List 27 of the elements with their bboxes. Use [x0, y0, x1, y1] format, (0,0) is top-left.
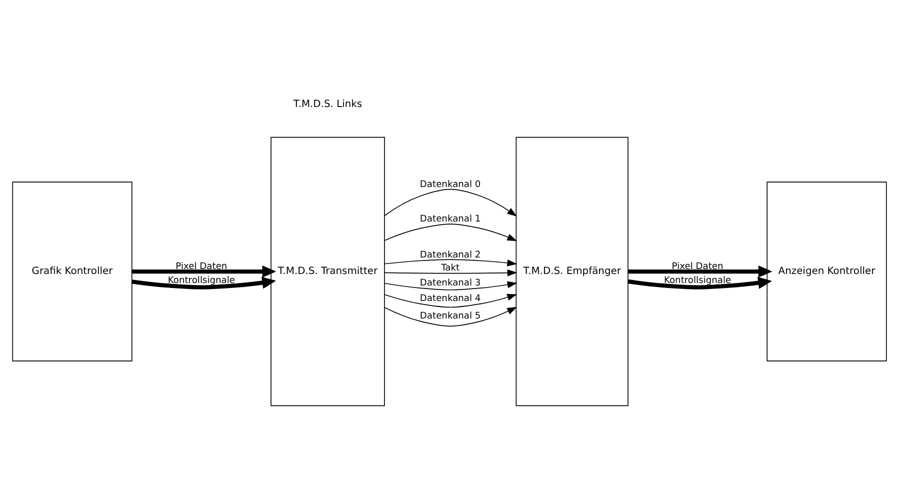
node-box: Grafik Kontroller — [12, 182, 132, 362]
arrow — [384, 188, 518, 217]
arrow — [384, 259, 518, 266]
edge-label: Kontrollsignale — [664, 276, 732, 286]
edge-label: Datenkanal 0 — [420, 180, 481, 190]
edge-label: Kontrollsignale — [168, 276, 236, 286]
edge-label: Pixel Daten — [672, 262, 724, 272]
edge-label: Datenkanal 3 — [420, 278, 481, 288]
arrow — [132, 276, 276, 290]
edge-label: Datenkanal 4 — [420, 294, 481, 304]
arrow — [384, 269, 518, 276]
edge-label: Pixel Daten — [176, 262, 228, 272]
arrow — [384, 306, 518, 327]
label: T.M.D.S. Links — [293, 98, 362, 110]
node-box: T.M.D.S. Empfänger — [516, 136, 628, 406]
node-box: Anzeigen Kontroller — [766, 182, 887, 362]
edge-label: Datenkanal 5 — [420, 312, 481, 322]
edge-label: Takt — [441, 264, 460, 274]
node-box: T.M.D.S. Transmitter — [270, 136, 385, 406]
arrow — [384, 281, 518, 290]
edge-label: Datenkanal 2 — [420, 250, 481, 260]
arrow — [384, 224, 518, 242]
arrow — [132, 265, 276, 278]
arrow — [628, 265, 772, 278]
edge-label: Datenkanal 1 — [420, 214, 481, 225]
arrow — [628, 276, 772, 290]
arrow — [384, 294, 518, 308]
